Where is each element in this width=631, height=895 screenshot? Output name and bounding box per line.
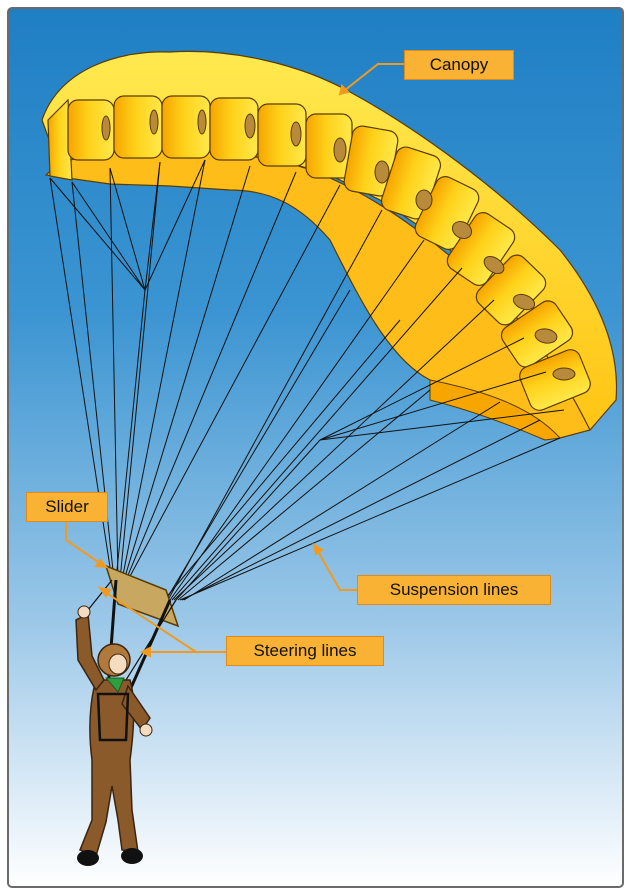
- canopy-label: Canopy: [404, 50, 514, 80]
- suspension-lines-label: Suspension lines: [357, 575, 551, 605]
- steering-lines-label: Steering lines: [226, 636, 384, 666]
- slider-label: Slider: [26, 492, 108, 522]
